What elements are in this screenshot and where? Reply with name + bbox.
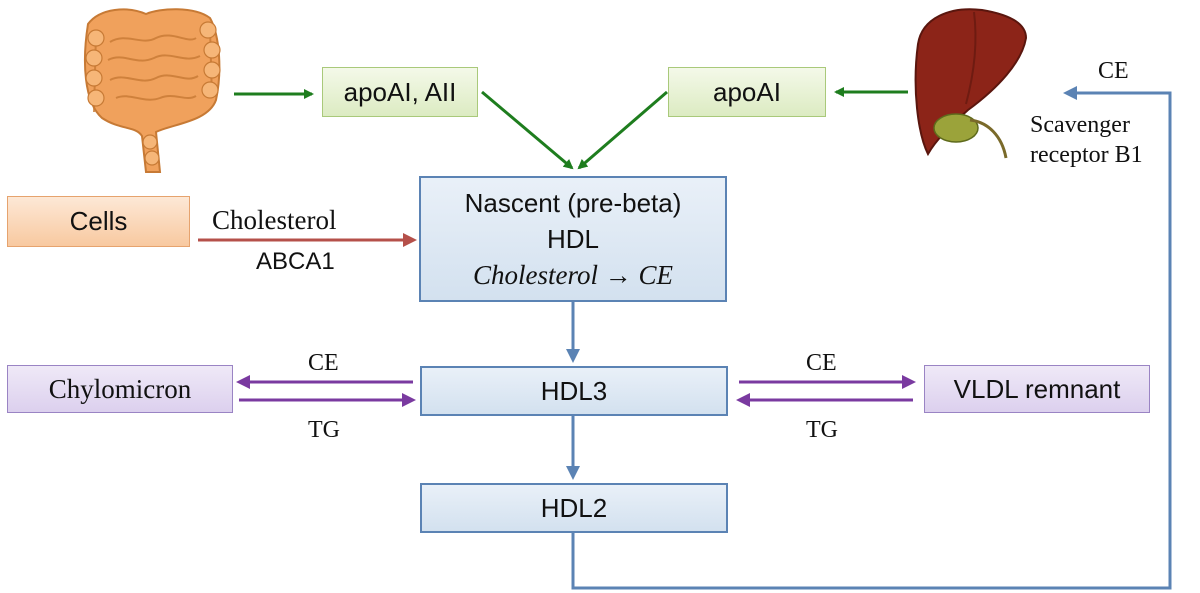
hdl3-box: HDL3 [420, 366, 728, 416]
tg-right-label: TG [806, 417, 838, 443]
tg-left-label: TG [308, 417, 340, 443]
nascent-conversion: Cholesterol → CE [473, 260, 673, 290]
cholesterol-label: Cholesterol [212, 205, 337, 235]
apoai-label: apoAI [713, 76, 781, 107]
nascent-title: Nascent (pre-beta) [464, 188, 682, 218]
apoai-box: apoAI [668, 67, 826, 117]
abca1-label: ABCA1 [256, 248, 335, 275]
hdl3-label: HDL3 [540, 375, 608, 406]
scavenger-label-2: receptor B1 [1030, 142, 1143, 168]
arrow-hdl2-to-liver [571, 86, 1172, 590]
vldl-remnant-box: VLDL remnant [924, 365, 1150, 413]
nascent-subtitle: HDL [546, 224, 599, 254]
vldl-remnant-label: VLDL remnant [953, 373, 1121, 404]
hdl2-label: HDL2 [540, 492, 608, 523]
hdl2-box: HDL2 [420, 483, 728, 533]
liver-icon [914, 8, 1028, 159]
chylomicron-box: Chylomicron [7, 365, 233, 413]
ce-right-label: CE [806, 350, 837, 376]
ce-liver-label: CE [1098, 58, 1129, 84]
scavenger-label-1: Scavenger [1030, 112, 1130, 138]
cells-box: Cells [7, 196, 190, 247]
apoai-aii-label: apoAI, AII [343, 76, 457, 107]
arrow-apoai-aii-to-nascent [481, 90, 574, 170]
chylomicron-label: Chylomicron [48, 373, 192, 404]
nascent-hdl-box: Nascent (pre-beta) HDL Cholesterol → CE [419, 176, 727, 302]
apoai-aii-box: apoAI, AII [322, 67, 478, 117]
arrow-apoai-to-nascent [577, 90, 668, 170]
cells-label: Cells [69, 206, 128, 236]
ce-left-label: CE [308, 350, 339, 376]
intestine-icon [84, 8, 221, 173]
